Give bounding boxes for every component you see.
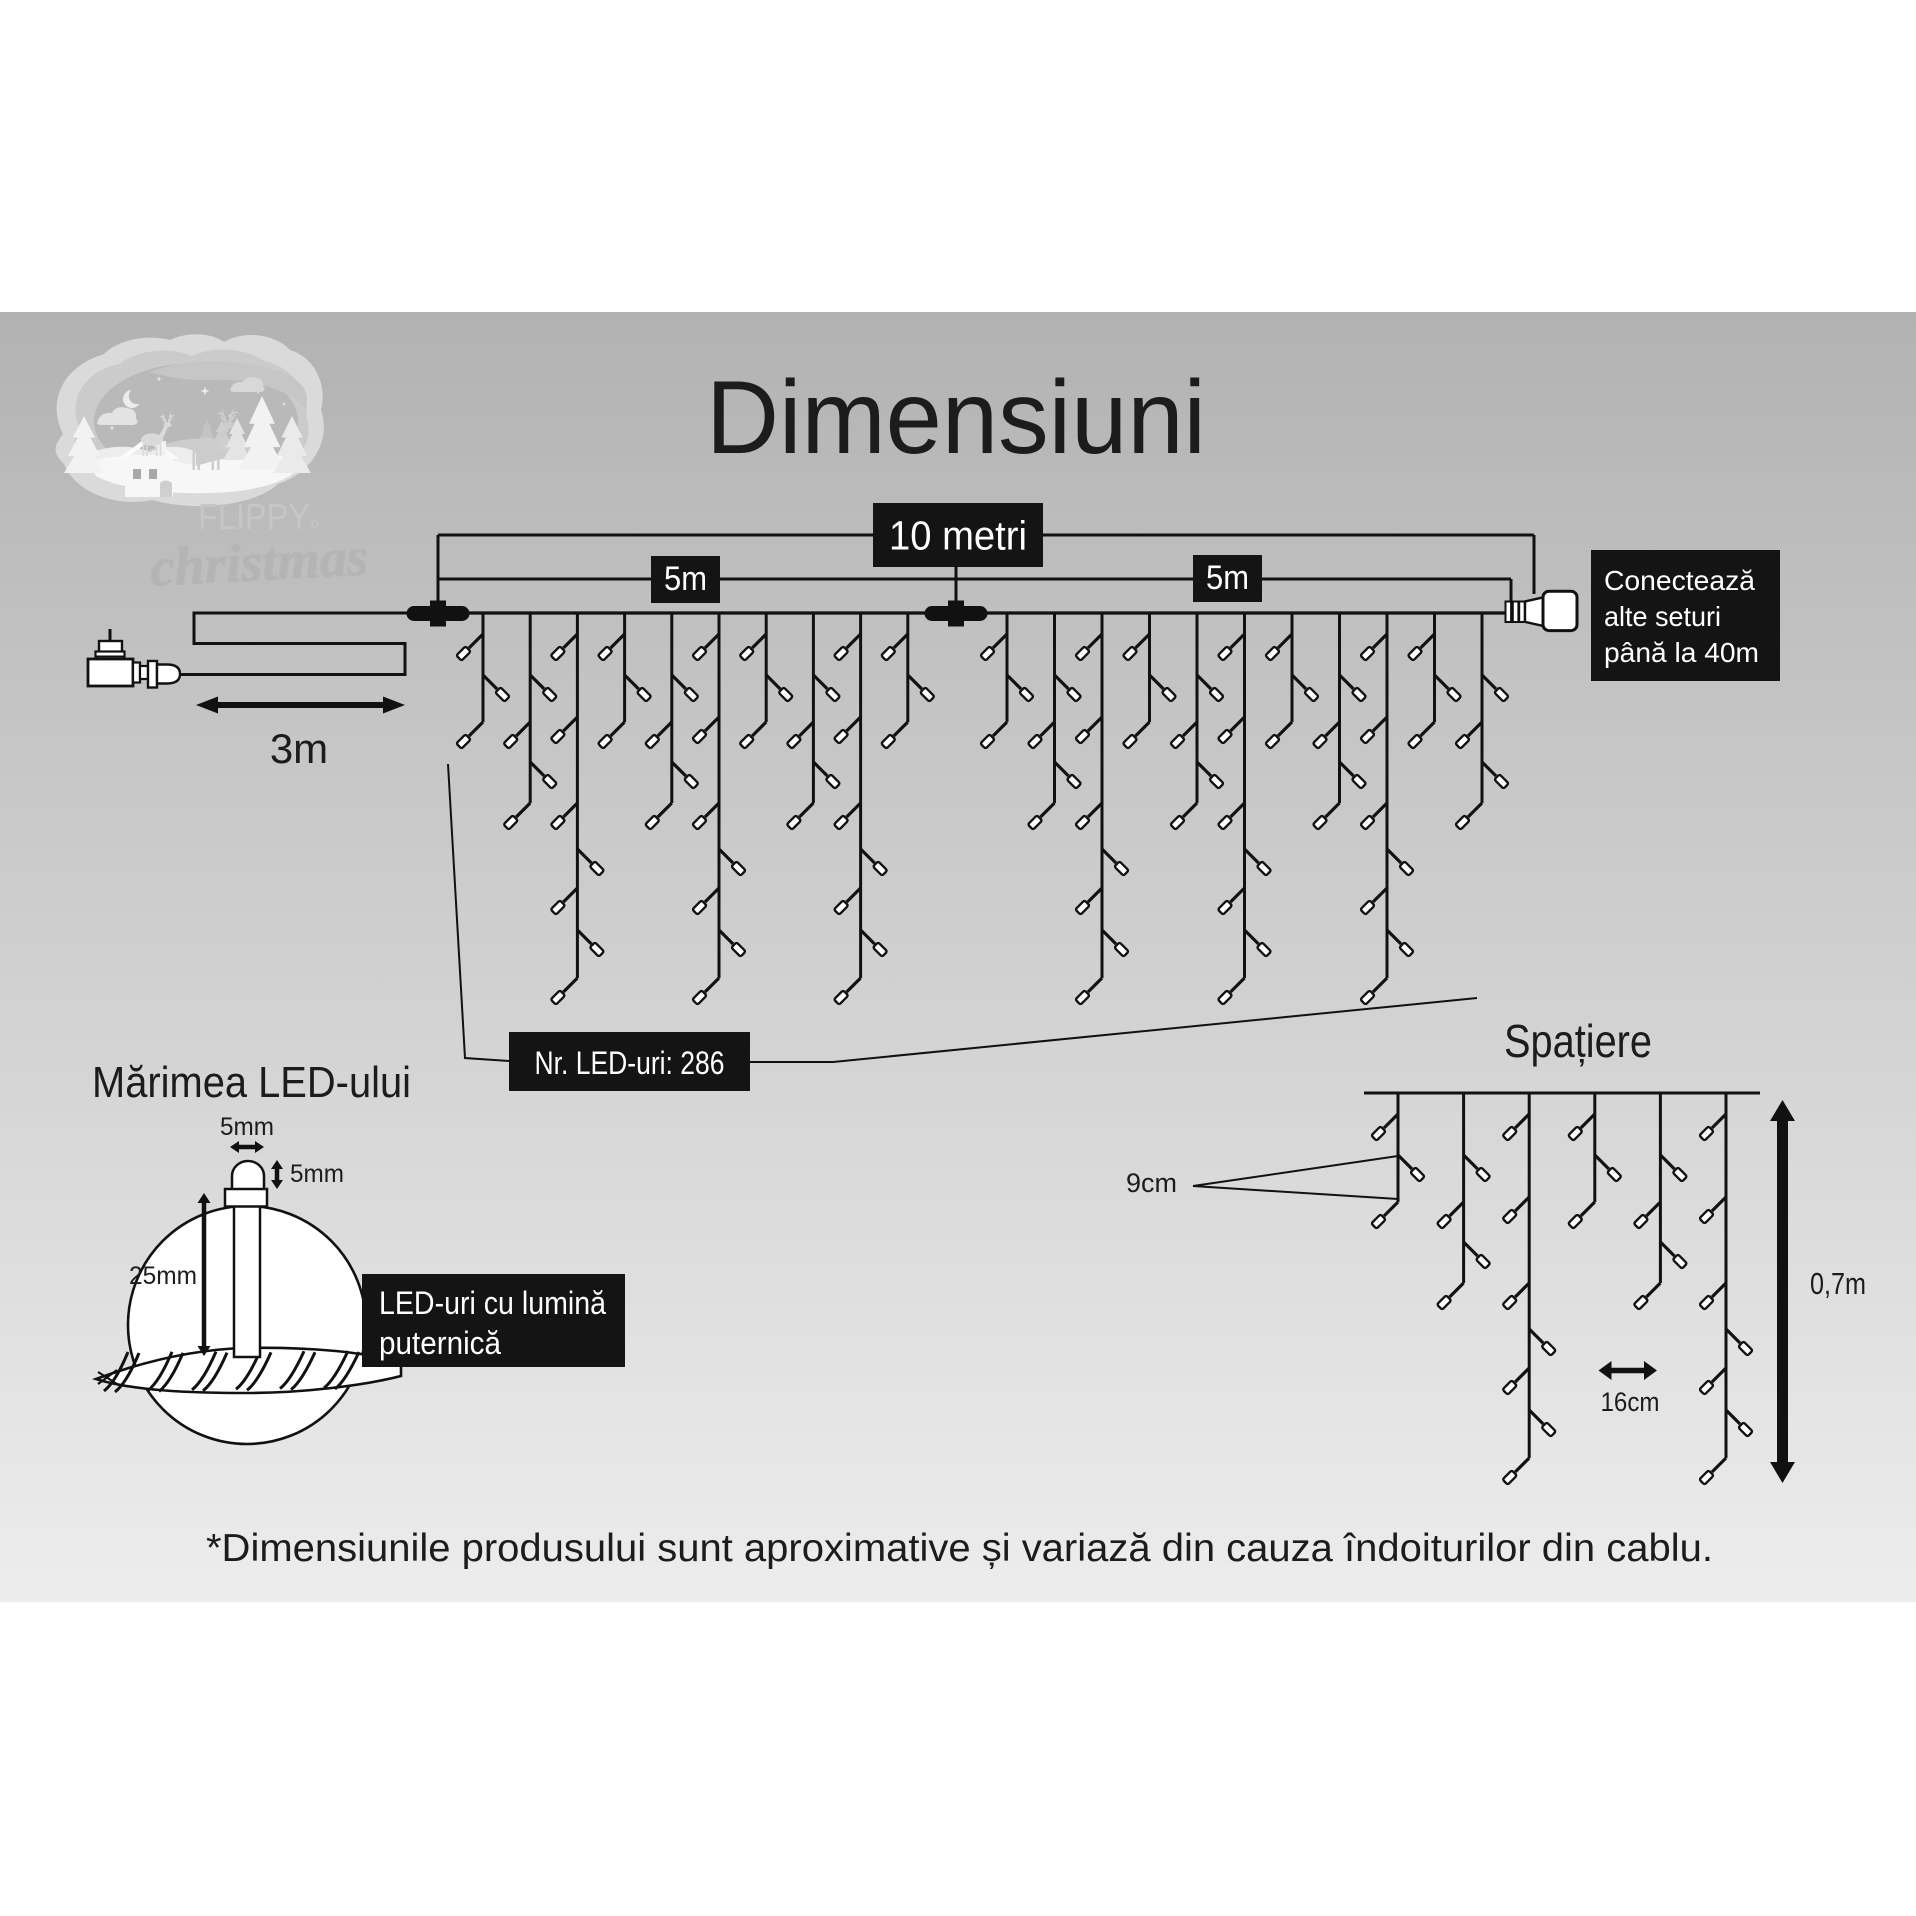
svg-text:FLIPPY: FLIPPY	[198, 496, 310, 537]
svg-text:până la 40m: până la 40m	[1604, 637, 1759, 668]
svg-text:puternică: puternică	[379, 1325, 501, 1361]
svg-text:3m: 3m	[270, 725, 328, 772]
svg-text:9cm: 9cm	[1126, 1168, 1177, 1198]
svg-text:10 metri: 10 metri	[889, 513, 1027, 559]
svg-text:Dimensiuni: Dimensiuni	[706, 360, 1206, 476]
svg-text:5m: 5m	[664, 560, 707, 598]
svg-text:Nr. LED-uri: 286: Nr. LED-uri: 286	[535, 1045, 725, 1081]
svg-text:Spațiere: Spațiere	[1504, 1015, 1652, 1067]
svg-text:25mm: 25mm	[129, 1262, 197, 1290]
svg-text:Conectează: Conectează	[1604, 565, 1756, 596]
svg-text:16cm: 16cm	[1601, 1387, 1660, 1417]
svg-text:5mm: 5mm	[290, 1160, 344, 1188]
svg-text:christmas: christmas	[149, 526, 370, 597]
svg-text:*Dimensiunile produsului sunt: *Dimensiunile produsului sunt aproximati…	[206, 1527, 1713, 1570]
svg-text:0,7m: 0,7m	[1810, 1266, 1866, 1301]
svg-text:Mărimea LED-ului: Mărimea LED-ului	[92, 1058, 411, 1107]
svg-text:alte seturi: alte seturi	[1604, 601, 1721, 632]
svg-text:5mm: 5mm	[220, 1113, 274, 1141]
svg-text:5m: 5m	[1206, 559, 1249, 597]
svg-text:LED-uri cu lumină: LED-uri cu lumină	[379, 1285, 606, 1321]
